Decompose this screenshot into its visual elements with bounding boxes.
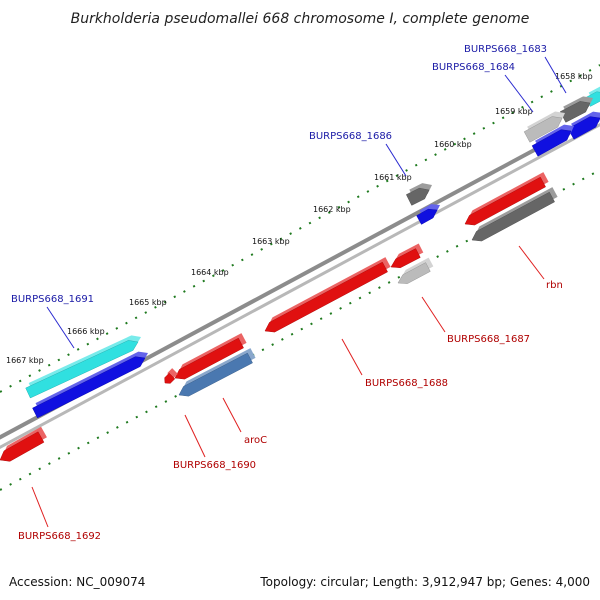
ruler-tick-labels: 1658 kbp 1659 kbp 1660 kbp 1661 kbp 1662 kbp…: [6, 72, 593, 365]
leader-line-BURPS668_1691: [46, 306, 75, 349]
gene-feature-rbn: [471, 187, 558, 242]
gene-feature-BURPS668_1688: [264, 257, 391, 333]
ruler-dots: [0, 64, 600, 491]
gene-body: [264, 261, 388, 333]
gene-feature: [32, 351, 148, 419]
leader-line-BURPS668_1684: [504, 74, 534, 113]
gene-body: [416, 208, 438, 225]
leader-line-BURPS668_1686: [385, 143, 407, 177]
tick-label-1665-kbp: 1665 kbp: [129, 298, 167, 307]
gene-body: [32, 356, 146, 419]
gene-label-BURPS668_1683: BURPS668_1683: [464, 44, 547, 55]
gene-body: [523, 116, 563, 143]
gene-body: [531, 129, 572, 157]
leader-line-BURPS668_1683: [544, 56, 567, 94]
gene-label-BURPS668_1691: BURPS668_1691: [11, 294, 94, 305]
gene-feature: [531, 124, 574, 157]
gene-label-BURPS668_1686: BURPS668_1686: [309, 131, 392, 142]
gene-feature-BURPS668_1690: [164, 368, 178, 384]
tick-label-1662-kbp: 1662 kbp: [313, 205, 351, 214]
gene-label-BURPS668_1692: BURPS668_1692: [18, 531, 101, 542]
gene-feature-BURPS668_1687: [397, 257, 434, 284]
leader-line-BURPS668_1688: [341, 338, 363, 376]
gene-body: [405, 187, 430, 206]
backbone-line-lower: [0, 122, 600, 450]
gene-label-BURPS668_1688: BURPS668_1688: [365, 378, 448, 389]
gene-feature-BURPS668_1692: [0, 426, 47, 462]
gene-feature-BURPS668_1684: [559, 96, 593, 123]
gene-body: [464, 176, 546, 226]
gene-feature: [567, 111, 600, 140]
gene-labels: BURPS668_1683BURPS668_1684BURPS668_1686r…: [11, 44, 567, 542]
leader-line-BURPS668_1687: [421, 296, 446, 333]
gene-label-BURPS668_1684: BURPS668_1684: [432, 62, 515, 73]
gene-feature-aroC: [178, 348, 256, 397]
gene-feature-BURPS668_1686: [405, 183, 432, 206]
leader-line-aroC: [222, 397, 242, 433]
gene-body: [471, 191, 555, 242]
gene-body: [25, 340, 139, 399]
gene-feature: [416, 204, 440, 225]
genome-summary-text: Topology: circular; Length: 3,912,947 bp…: [259, 575, 590, 589]
gene-body: [567, 116, 600, 140]
gene-label-aroC: aroC: [244, 435, 267, 446]
gene-body: [174, 337, 244, 380]
tick-label-1667-kbp: 1667 kbp: [6, 356, 44, 365]
accession-text: Accession: NC_009074: [9, 575, 145, 589]
gene-body: [390, 248, 421, 269]
gene-feature: [390, 243, 424, 269]
gene-feature: [464, 172, 549, 226]
gene-body: [559, 101, 591, 123]
leader-line-BURPS668_1692: [31, 486, 49, 528]
tick-label-1661-kbp: 1661 kbp: [374, 173, 412, 182]
gene-body: [397, 262, 431, 284]
gene-body: [0, 431, 45, 462]
tick-label-1664-kbp: 1664 kbp: [191, 268, 229, 277]
tick-label-1660-kbp: 1660 kbp: [434, 140, 472, 149]
gene-label-BURPS668_1687: BURPS668_1687: [447, 334, 530, 345]
tick-label-1659-kbp: 1659 kbp: [495, 107, 533, 116]
leader-line-rbn: [518, 245, 545, 280]
gene-feature: [523, 111, 565, 143]
upper-ruler-line: [0, 64, 600, 393]
gene-feature: [174, 333, 247, 380]
chromosome-backbone: [0, 112, 600, 450]
tick-label-1658-kbp: 1658 kbp: [555, 72, 593, 81]
gene-features: [0, 86, 600, 462]
map-title: Burkholderia pseudomallei 668 chromosome…: [71, 11, 530, 27]
gene-body: [178, 352, 253, 397]
gene-label-BURPS668_1690: BURPS668_1690: [173, 460, 256, 471]
tick-label-1666-kbp: 1666 kbp: [67, 327, 105, 336]
gene-body: [164, 372, 176, 384]
gene-feature-BURPS668_1691: [25, 335, 141, 399]
leader-line-BURPS668_1690: [184, 414, 206, 458]
gene-label-rbn: rbn: [546, 280, 563, 291]
tick-label-1663-kbp: 1663 kbp: [252, 237, 290, 246]
